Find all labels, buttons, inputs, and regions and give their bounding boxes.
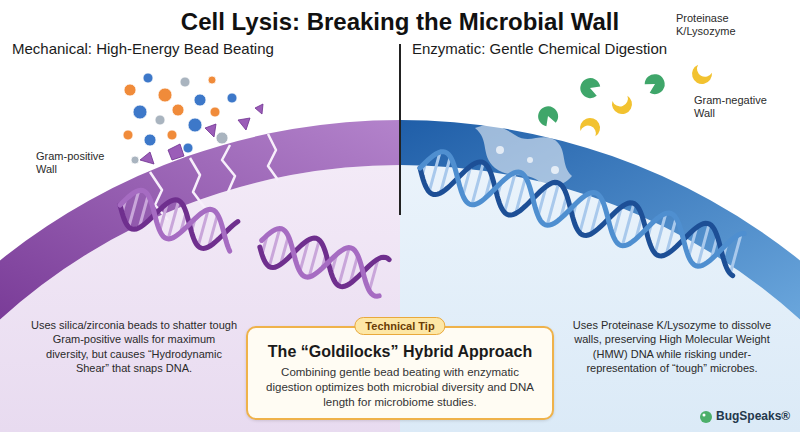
beads [210,107,220,117]
wall-cracks [222,145,235,192]
logo-icon [700,411,712,423]
beads [183,143,193,153]
gram-negative-wall [400,120,800,320]
beads [172,104,184,116]
enzymes [688,64,713,88]
panel-body: Uses Proteinase K/Lysozyme to dissolve w… [570,318,774,375]
beads [188,118,202,132]
tip-body: Combining gentle bead beating with enzym… [258,365,542,410]
logo-watermark: BugSpeaks® [716,409,796,423]
tip-tag: Technical Tip [354,317,445,335]
enzymes [535,64,713,137]
enzymes [535,104,560,128]
dissolving-wall [551,166,559,174]
enzymes [578,75,602,100]
wall-shards [168,144,184,160]
enzymes [611,95,635,117]
wall-shards [140,152,154,164]
beads [155,115,165,125]
enzyme-label: Proteinase K/Lysozyme [676,12,766,38]
beads [208,76,216,84]
beads [123,73,237,164]
dissolving-wall [496,146,504,154]
wall-label: Gram-negative Wall [694,94,784,120]
wall-label: Gram-positive Wall [36,150,120,176]
wall-shards [238,118,250,130]
dna-strand [120,190,230,251]
beads [133,105,147,119]
beads [124,84,136,96]
dna-helix [120,152,744,297]
beads [194,94,206,106]
beads [180,77,190,87]
beads [167,130,177,140]
beads [158,88,172,102]
dna-strand [420,152,744,267]
dna-strand [262,229,379,297]
wall-cracks [190,158,205,208]
wall-cracks [268,134,278,180]
beads [227,93,237,103]
beads [143,73,153,83]
wall-shards [205,124,216,137]
divider-line [399,44,401,215]
tip-box: Technical TipThe “Goldilocks” Hybrid App… [246,326,554,420]
panel-body: Uses silica/zirconia beads to shatter to… [30,318,238,375]
tip-heading: The “Goldilocks” Hybrid Approach [258,342,542,362]
enzymes [642,71,668,98]
logo-icon [700,411,712,423]
wall-shards [140,104,263,164]
dna-strand [260,238,389,287]
logo-icon [703,414,706,417]
wall-shards [255,104,263,114]
gram-positive-wall [0,120,400,320]
beads [123,130,133,140]
dna-strand [420,162,733,276]
beads [144,134,156,146]
beads [131,156,139,164]
panel-heading: Enzymatic: Gentle Chemical Digestion [412,40,792,58]
dissolving-wall [527,157,533,163]
wall-cracks [150,134,278,220]
panel-heading: Mechanical: High-Energy Bead Beating [12,40,392,58]
beads [216,132,228,144]
enzymes [579,115,603,137]
